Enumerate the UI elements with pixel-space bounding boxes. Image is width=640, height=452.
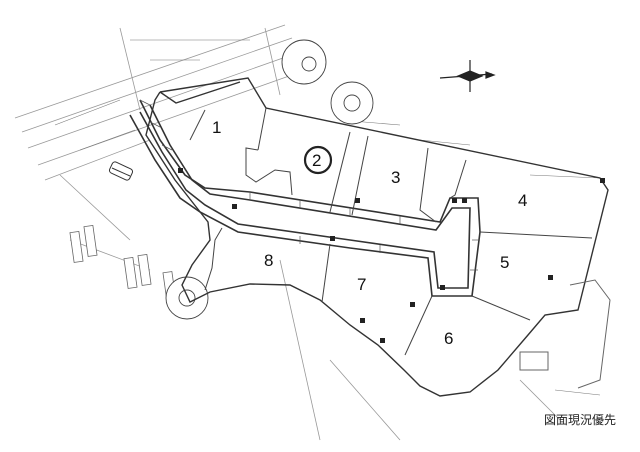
lot-label-1: 1 bbox=[212, 118, 221, 137]
survey-circles bbox=[165, 39, 374, 320]
lot-label-7: 7 bbox=[357, 275, 366, 294]
road-cross-hatch bbox=[139, 99, 480, 271]
lot-2-highlight: 2 bbox=[303, 145, 333, 175]
highlight-circle-icon bbox=[303, 145, 333, 175]
lot-label-3: 3 bbox=[391, 168, 400, 187]
subdivision-boundary bbox=[145, 77, 609, 397]
compass-icon bbox=[439, 60, 496, 92]
lot-division-lines bbox=[189, 107, 593, 356]
map-caption: 図面現況優先 bbox=[544, 413, 617, 427]
survey-tags bbox=[69, 224, 177, 304]
lot-label-8: 8 bbox=[264, 251, 273, 270]
lot-label-6: 6 bbox=[444, 329, 453, 348]
lot-label-5: 5 bbox=[500, 253, 509, 272]
access-road bbox=[129, 99, 481, 297]
boundary-markers bbox=[178, 168, 605, 343]
adjacent-structures bbox=[519, 279, 611, 389]
lot-label-2: 2 bbox=[312, 151, 321, 170]
dimension-marks bbox=[54, 39, 601, 396]
lot-label-4: 4 bbox=[518, 191, 527, 210]
car-icon bbox=[108, 161, 134, 181]
surrounding-streets bbox=[14, 24, 561, 441]
